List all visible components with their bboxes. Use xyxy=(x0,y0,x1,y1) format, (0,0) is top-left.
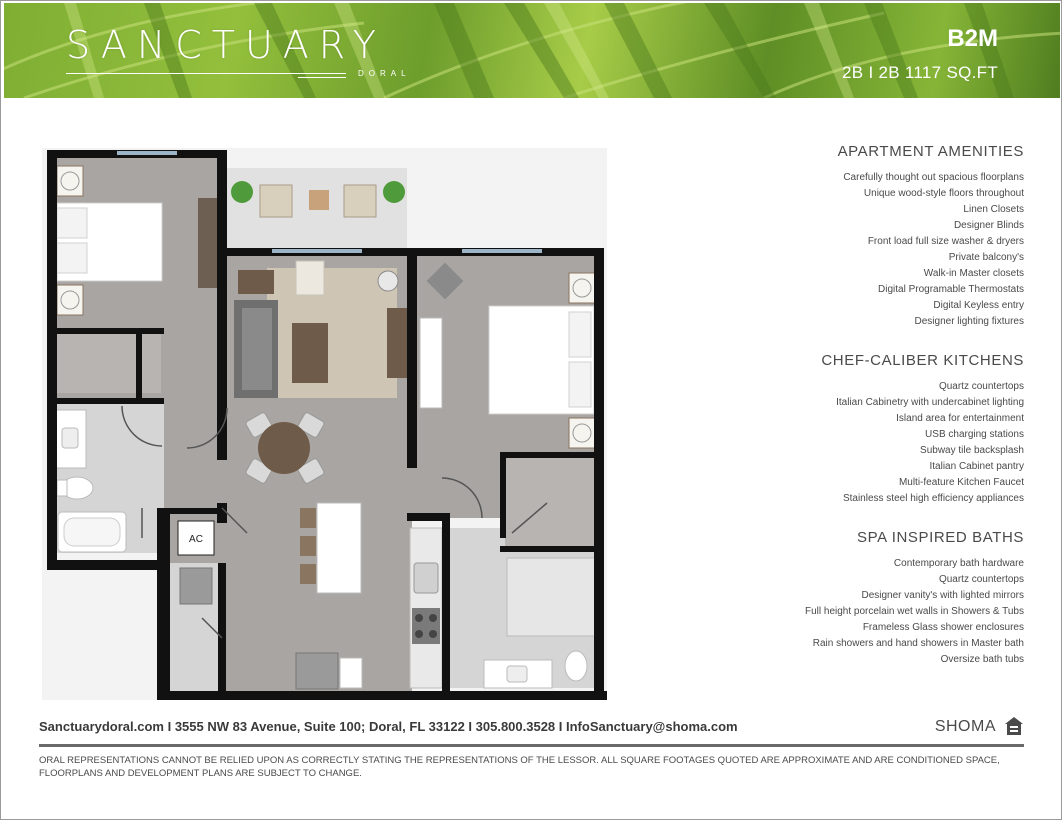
balcony-chair-2 xyxy=(343,184,377,218)
coffee-table xyxy=(292,323,328,383)
brand-name: SANCTUARY xyxy=(66,23,386,67)
dining-area xyxy=(245,412,325,484)
amenity-item: Italian Cabinetry with undercabinet ligh… xyxy=(836,397,1024,408)
amenity-section-baths: SPA INSPIRED BATHS Contemporary bath har… xyxy=(684,529,1024,668)
closet-1 xyxy=(56,333,161,393)
plant-2 xyxy=(383,181,405,203)
bath-2 xyxy=(483,557,596,689)
amenity-item: Designer Blinds xyxy=(953,220,1024,231)
plant-1 xyxy=(231,181,253,203)
rug xyxy=(267,268,397,398)
side-table xyxy=(238,270,274,294)
amenity-item: Multi-feature Kitchen Faucet xyxy=(898,477,1024,488)
dining-table xyxy=(258,422,310,474)
amenity-item: Digital Keyless entry xyxy=(933,300,1024,311)
amenity-item: Quartz countertops xyxy=(938,381,1024,392)
amenity-item: Frameless Glass shower enclosures xyxy=(862,622,1024,633)
amenity-item: Front load full size washer & dryers xyxy=(867,236,1024,247)
amenity-item: Designer lighting fixtures xyxy=(914,316,1025,327)
floorplan: AC xyxy=(42,148,607,700)
kitchen-island xyxy=(316,502,362,594)
ac-label: AC xyxy=(189,534,203,545)
amenity-section-apartment: APARTMENT AMENITIES Carefully thought ou… xyxy=(684,143,1024,330)
amenity-item: Quartz countertops xyxy=(938,574,1024,585)
bedroom-1 xyxy=(56,165,218,316)
bar-stool-1 xyxy=(300,508,316,528)
amenity-item: Stainless steel high efficiency applianc… xyxy=(842,493,1024,504)
header-banner: SANCTUARY DORAL B2M 2B I 2B 1117 SQ.FT xyxy=(4,3,1060,98)
amenity-item: Italian Cabinet pantry xyxy=(929,461,1024,472)
closet-2 xyxy=(505,458,597,546)
logo-rule-short xyxy=(298,77,346,78)
amenity-item: Island area for entertainment xyxy=(896,413,1024,424)
living-area xyxy=(234,260,407,398)
kitchen xyxy=(179,502,443,690)
unit-size: 2B I 2B 1117 SQ.FT xyxy=(842,63,998,82)
plant-stand xyxy=(426,262,464,300)
amenity-item: Linen Closets xyxy=(963,204,1024,215)
amenity-item: Walk-in Master closets xyxy=(923,268,1024,279)
footer-divider xyxy=(39,744,1024,747)
balcony-chair-1 xyxy=(259,184,293,218)
amenity-item: Digital Programable Thermostats xyxy=(878,284,1024,295)
contact-line: Sanctuarydoral.com I 3555 NW 83 Avenue, … xyxy=(39,719,738,734)
armchair xyxy=(295,260,325,296)
dresser-1 xyxy=(198,198,218,288)
refrigerator xyxy=(295,652,339,690)
ac-unit: AC xyxy=(177,520,215,556)
amenity-section-kitchens: CHEF-CALIBER KITCHENS Quartz countertops… xyxy=(684,352,1024,507)
amenity-item: Full height porcelain wet walls in Showe… xyxy=(805,606,1024,617)
unit-code: B2M xyxy=(947,25,998,52)
amenity-item: USB charging stations xyxy=(925,429,1024,440)
washer-dryer xyxy=(179,567,213,605)
amenity-list: Carefully thought out spacious floorplan… xyxy=(684,170,1024,330)
amenity-item: Carefully thought out spacious floorplan… xyxy=(843,172,1024,183)
dresser-2 xyxy=(419,317,443,409)
amenity-list: Contemporary bath hardware Quartz counte… xyxy=(684,556,1024,668)
amenity-item: Subway tile backsplash xyxy=(920,445,1024,456)
bar-stool-3 xyxy=(300,564,316,584)
disclaimer: ORAL REPRESENTATIONS CANNOT BE RELIED UP… xyxy=(39,755,1000,779)
door-swings xyxy=(121,405,548,639)
amenity-heading: CHEF-CALIBER KITCHENS xyxy=(821,352,1024,369)
amenity-item: Rain showers and hand showers in Master … xyxy=(812,638,1024,649)
amenity-item: Private balcony's xyxy=(948,252,1024,263)
amenity-item: Unique wood-style floors throughout xyxy=(863,188,1024,199)
floor-lamp xyxy=(377,270,399,292)
brand-sub: DORAL xyxy=(358,69,411,78)
amenity-heading: APARTMENT AMENITIES xyxy=(837,143,1024,160)
cooktop xyxy=(412,608,440,644)
equal-housing-icon xyxy=(1005,717,1023,735)
windows xyxy=(117,151,542,253)
balcony-table xyxy=(309,190,329,210)
logo-rule xyxy=(66,73,346,74)
amenities-panel: APARTMENT AMENITIES Carefully thought ou… xyxy=(684,143,1024,690)
shower-2 xyxy=(506,557,596,637)
page: SANCTUARY DORAL B2M 2B I 2B 1117 SQ.FT xyxy=(4,3,1060,819)
toilet-2 xyxy=(564,650,588,682)
bar-stool-2 xyxy=(300,536,316,556)
amenity-item: Contemporary bath hardware xyxy=(893,558,1024,569)
kitchen-sink xyxy=(413,562,439,594)
pantry-counter xyxy=(339,657,363,689)
amenity-heading: SPA INSPIRED BATHS xyxy=(857,529,1024,546)
sanctuary-logo: SANCTUARY DORAL xyxy=(66,23,406,78)
amenity-item: Designer vanity's with lighted mirrors xyxy=(861,590,1024,601)
palm-leaves-background xyxy=(4,3,1060,98)
bath-1 xyxy=(55,409,127,553)
bedroom-2 xyxy=(419,262,596,449)
tv-console xyxy=(387,308,407,378)
amenity-item: Oversize bath tubs xyxy=(940,654,1024,665)
amenity-list: Quartz countertops Italian Cabinetry wit… xyxy=(684,379,1024,507)
shoma-brand: SHOMA xyxy=(934,718,996,735)
balcony-furniture xyxy=(231,181,405,218)
